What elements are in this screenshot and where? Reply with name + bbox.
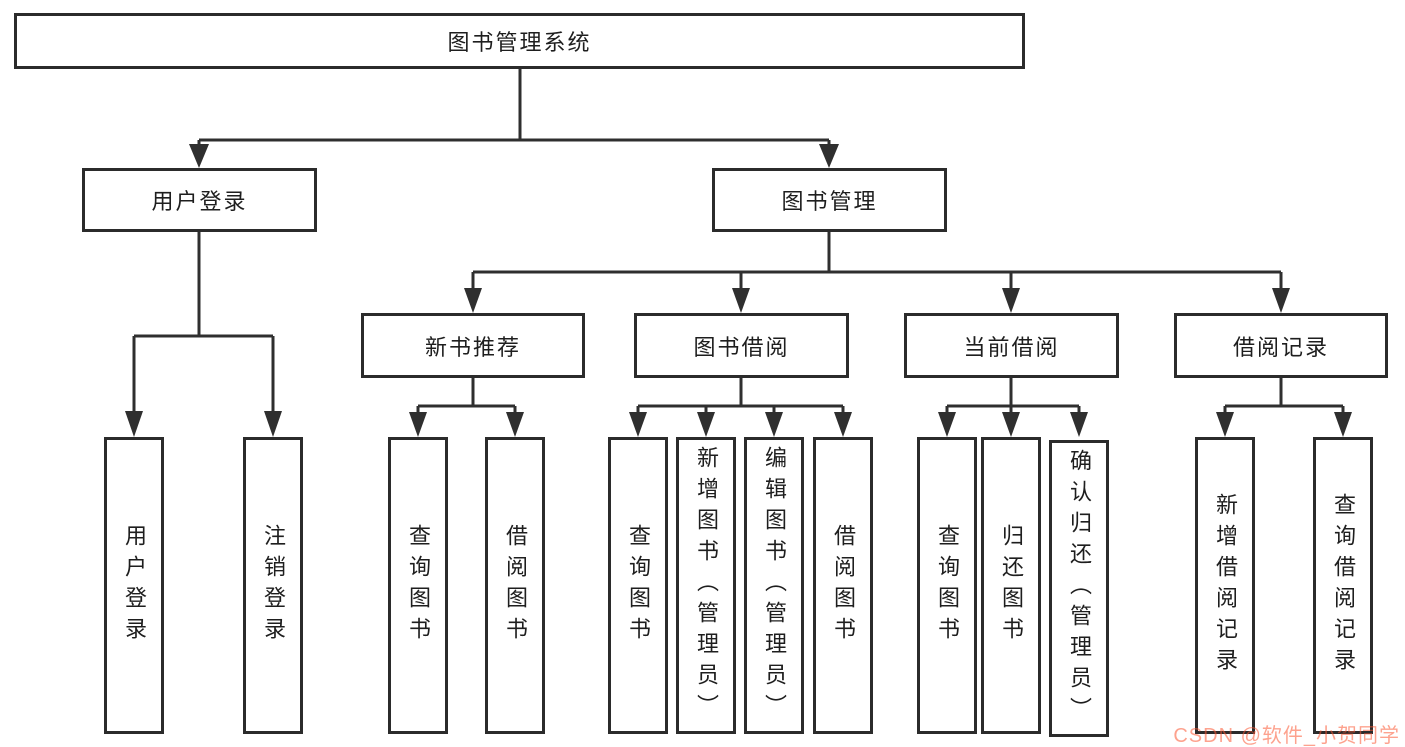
node-book-borrowing: 图书借阅: [634, 313, 849, 378]
leaf-user-login: 用户登录: [104, 437, 164, 734]
leaf-borrowing-query-books: 查询图书: [608, 437, 668, 734]
leaf-current-return-books: 归还图书: [981, 437, 1041, 734]
node-current-borrowing: 当前借阅: [904, 313, 1119, 378]
leaf-records-add-record: 新增借阅记录: [1195, 437, 1255, 734]
leaf-recommend-query-books: 查询图书: [388, 437, 448, 734]
leaf-borrowing-add-books-admin: 新增图书（管理员）: [676, 437, 736, 734]
node-borrow-records: 借阅记录: [1174, 313, 1388, 378]
node-book-management: 图书管理: [712, 168, 947, 232]
leaf-recommend-borrow-books: 借阅图书: [485, 437, 545, 734]
node-user-login-branch: 用户登录: [82, 168, 317, 232]
csdn-watermark: CSDN @软件_小贺同学: [1173, 725, 1400, 747]
leaf-borrowing-borrow-books: 借阅图书: [813, 437, 873, 734]
leaf-records-query-record: 查询借阅记录: [1313, 437, 1373, 734]
leaf-current-query-books: 查询图书: [917, 437, 977, 734]
leaf-borrowing-edit-books-admin: 编辑图书（管理员）: [744, 437, 804, 734]
leaf-current-confirm-return-admin: 确认归还（管理员）: [1049, 440, 1109, 737]
leaf-logout: 注销登录: [243, 437, 303, 734]
node-root: 图书管理系统: [14, 13, 1025, 69]
node-new-book-recommend: 新书推荐: [361, 313, 585, 378]
